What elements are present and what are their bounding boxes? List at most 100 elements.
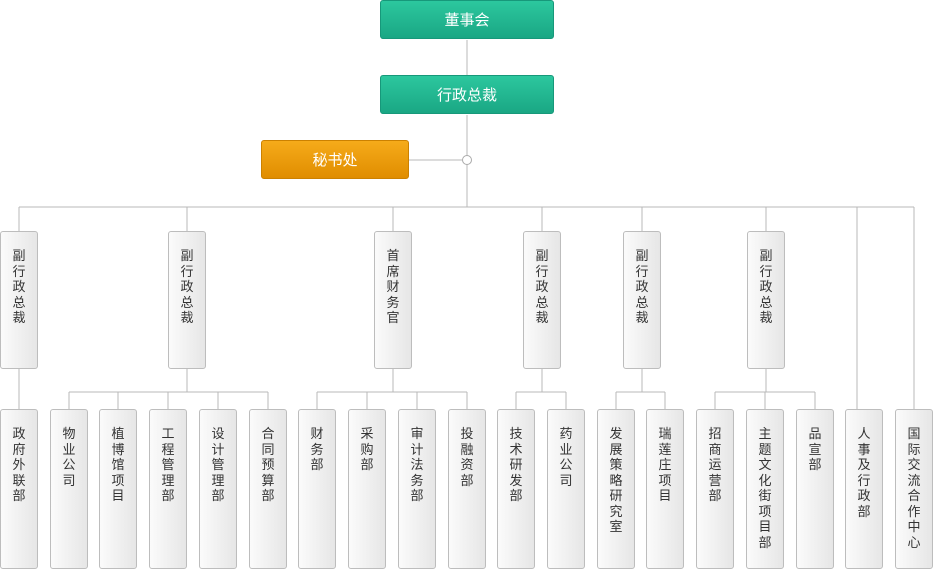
label-char: 项 [758, 504, 772, 520]
node-department-label: 投融资部 [449, 427, 485, 489]
label-char: 中 [907, 520, 921, 535]
label-char: 总 [759, 295, 773, 311]
node-department[interactable]: 审计法务部 [398, 409, 436, 569]
label-char: 博 [111, 442, 125, 458]
node-department[interactable]: 瑞莲庄项目 [646, 409, 684, 569]
label-char: 副 [759, 249, 773, 264]
label-char: 裁 [12, 311, 26, 326]
label-char: 品 [808, 427, 822, 442]
label-char: 政 [635, 280, 649, 295]
label-char: 理 [161, 473, 175, 489]
label-char: 招 [708, 427, 722, 442]
label-char: 联 [12, 473, 26, 489]
label-char: 行 [180, 264, 194, 280]
node-department[interactable]: 植博馆项目 [99, 409, 137, 569]
node-department[interactable]: 政府外联部 [0, 409, 38, 569]
connector-junction-icon [462, 155, 472, 165]
node-department-label: 品宣部 [797, 427, 833, 474]
node-department[interactable]: 财务部 [298, 409, 336, 569]
label-char: 外 [12, 458, 26, 473]
node-department[interactable]: 发展策略研究室 [597, 409, 635, 569]
node-department-label: 瑞莲庄项目 [647, 427, 683, 505]
node-department[interactable]: 品宣部 [796, 409, 834, 569]
node-level2[interactable]: 副行政总裁 [747, 231, 785, 369]
node-department[interactable]: 合同预算部 [249, 409, 287, 569]
label-char: 合 [907, 489, 921, 504]
node-level2-label: 副行政总裁 [748, 249, 784, 327]
label-char: 财 [386, 280, 400, 295]
label-char: 总 [635, 295, 649, 311]
node-department[interactable]: 采购部 [348, 409, 386, 569]
label-char: 人 [857, 427, 871, 442]
node-department-label: 物业公司 [51, 427, 87, 489]
label-char: 政 [12, 427, 26, 442]
label-char: 发 [509, 473, 523, 489]
label-char: 政 [857, 489, 871, 504]
node-department-label: 工程管理部 [150, 427, 186, 505]
label-char: 设 [211, 427, 225, 442]
node-level2-label: 副行政总裁 [1, 249, 37, 327]
node-department[interactable]: 药业公司 [547, 409, 585, 569]
node-level2-label: 副行政总裁 [524, 249, 560, 327]
label-char: 采 [360, 427, 374, 442]
node-level2-label: 副行政总裁 [624, 249, 660, 327]
label-char: 项 [111, 473, 125, 489]
node-department[interactable]: 物业公司 [50, 409, 88, 569]
node-department[interactable]: 设计管理部 [199, 409, 237, 569]
node-department[interactable]: 主题文化街项目部 [746, 409, 784, 569]
label-char: 部 [360, 458, 374, 473]
label-char: 务 [386, 295, 400, 311]
label-char: 预 [261, 458, 275, 473]
label-char: 理 [211, 473, 225, 489]
label-char: 副 [12, 249, 26, 264]
node-department[interactable]: 国际交流合作中心 [895, 409, 933, 569]
label-char: 资 [460, 458, 474, 473]
node-department[interactable]: 招商运营部 [696, 409, 734, 569]
label-char: 审 [410, 427, 424, 442]
label-char: 目 [758, 520, 772, 535]
label-char: 算 [261, 473, 275, 489]
node-department[interactable]: 投融资部 [448, 409, 486, 569]
label-char: 室 [609, 520, 623, 535]
label-char: 宣 [808, 442, 822, 458]
node-department[interactable]: 人事及行政部 [845, 409, 883, 569]
label-char: 商 [708, 442, 722, 458]
label-char: 际 [907, 442, 921, 458]
label-char: 行 [759, 264, 773, 280]
node-level2[interactable]: 副行政总裁 [0, 231, 38, 369]
node-ceo[interactable]: 行政总裁 [380, 75, 554, 114]
node-level2[interactable]: 首席财务官 [374, 231, 412, 369]
label-char: 行 [635, 264, 649, 280]
label-char: 府 [12, 442, 26, 458]
label-char: 研 [509, 458, 523, 473]
node-department[interactable]: 工程管理部 [149, 409, 187, 569]
label-char: 营 [708, 473, 722, 489]
label-char: 国 [907, 427, 921, 442]
label-char: 官 [386, 311, 400, 326]
node-secretariat[interactable]: 秘书处 [261, 140, 409, 179]
label-char: 席 [386, 264, 400, 280]
node-board[interactable]: 董事会 [380, 0, 554, 39]
label-char: 策 [609, 458, 623, 473]
label-char: 法 [410, 458, 424, 473]
label-char: 交 [907, 458, 921, 473]
node-department-label: 药业公司 [548, 427, 584, 489]
label-char: 公 [62, 458, 76, 473]
label-char: 发 [609, 427, 623, 442]
node-level2[interactable]: 副行政总裁 [523, 231, 561, 369]
node-department[interactable]: 技术研发部 [497, 409, 535, 569]
label-char: 副 [635, 249, 649, 264]
label-char: 首 [386, 249, 400, 264]
label-char: 行 [12, 264, 26, 280]
label-char: 总 [180, 295, 194, 311]
label-char: 研 [609, 489, 623, 504]
label-char: 部 [211, 489, 225, 504]
node-level2[interactable]: 副行政总裁 [168, 231, 206, 369]
label-char: 务 [310, 442, 324, 458]
label-char: 术 [509, 442, 523, 458]
label-char: 题 [758, 442, 772, 458]
node-secretariat-label: 秘书处 [312, 151, 358, 169]
label-char: 运 [708, 458, 722, 473]
node-level2[interactable]: 副行政总裁 [623, 231, 661, 369]
node-ceo-label: 行政总裁 [436, 86, 497, 104]
